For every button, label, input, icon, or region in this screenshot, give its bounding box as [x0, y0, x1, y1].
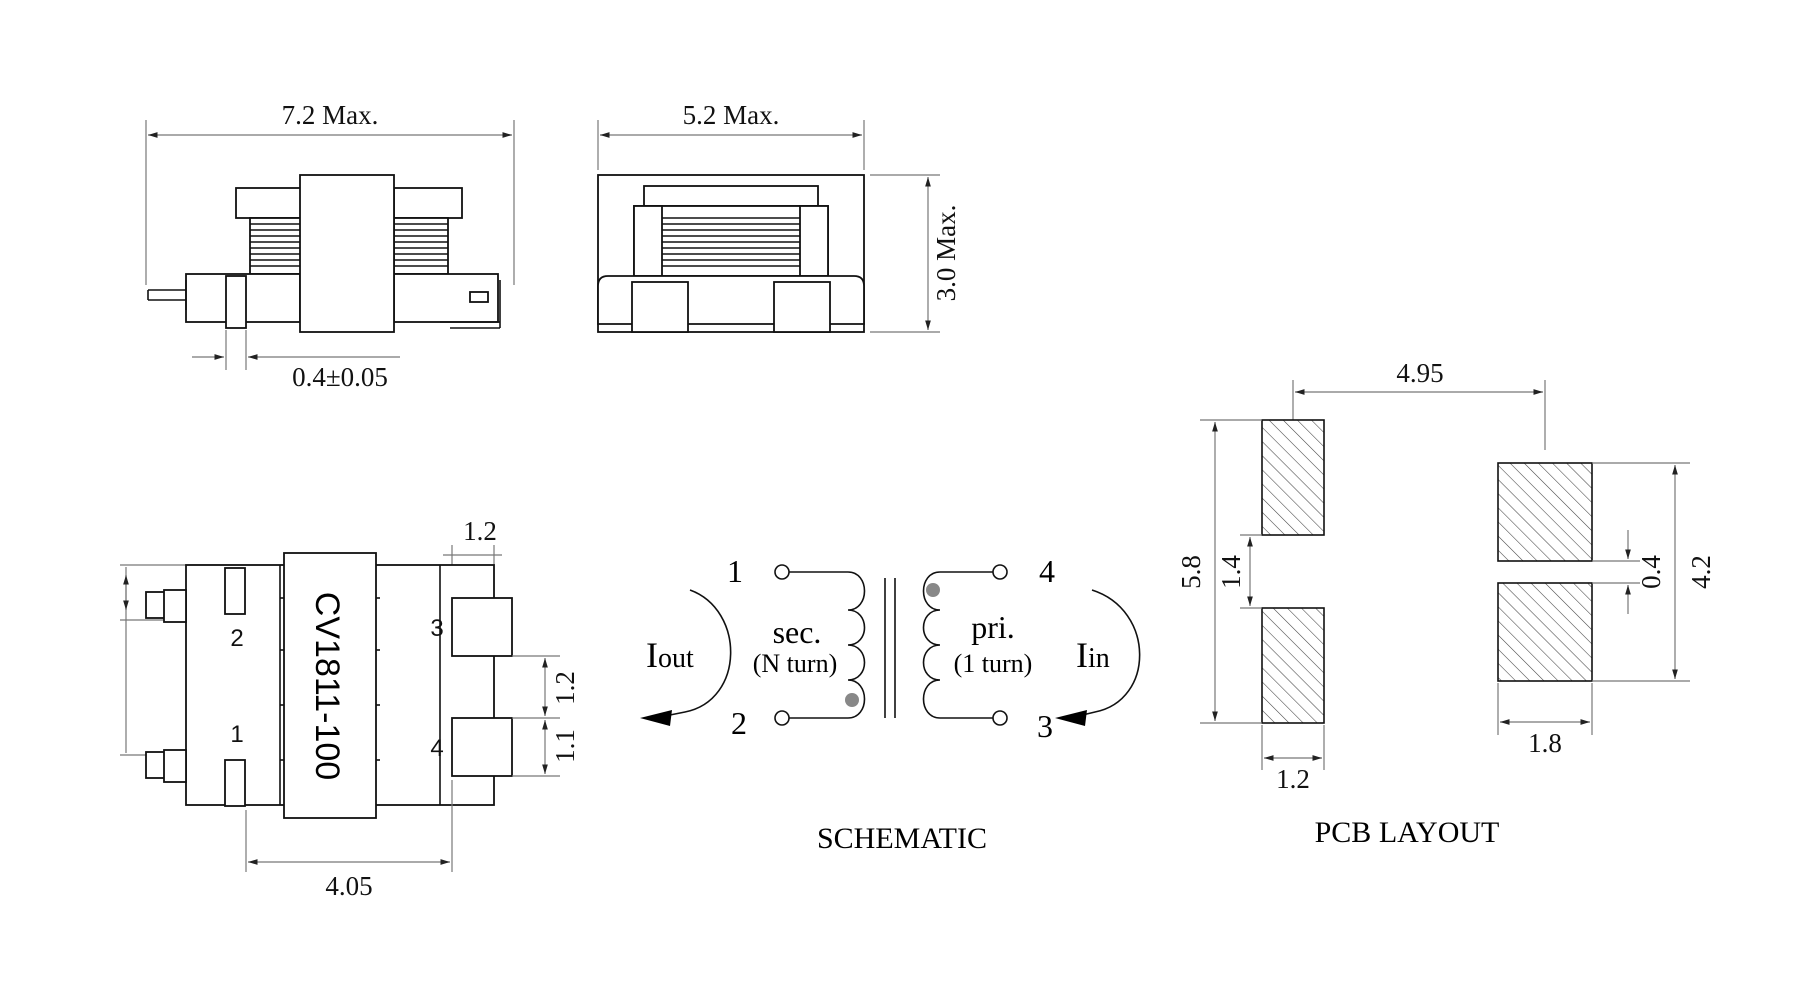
side-view: 5.2 Max. 3.0 Max.: [597, 100, 961, 333]
sec-label: sec.: [773, 614, 822, 650]
iin-arrow: [1069, 589, 1141, 719]
side-winding: [662, 217, 800, 267]
side-width-label: 5.2 Max.: [683, 100, 780, 130]
pcb-dim-spacing: 4.95: [1396, 358, 1443, 388]
bottom-dim-bottom: 4.05: [325, 871, 372, 901]
front-view: 7.2 Max.: [145, 100, 515, 392]
pcb-pad-left-top: [1261, 419, 1325, 536]
bottom-dim-right-lower: 1.1: [550, 729, 580, 763]
iin-label: Iin: [1076, 635, 1110, 675]
pcb-dim-pad-width-right: 1.8: [1528, 728, 1562, 758]
iout-arrow: [654, 589, 732, 719]
part-number: CV1811-100: [308, 592, 346, 780]
pcb-dim-height-right: 4.2: [1686, 555, 1716, 589]
pcb-dim-height: 5.8: [1176, 555, 1206, 589]
iout-label: Iout: [646, 635, 694, 675]
bottom-dim-right-upper: 1.2: [550, 671, 580, 705]
secondary-coil: [789, 571, 866, 719]
primary-dot: [926, 583, 940, 597]
primary-coil: [922, 571, 993, 719]
pcb-pad-right-bottom: [1497, 582, 1593, 682]
front-winding-right: [393, 217, 449, 275]
secondary-dot: [845, 693, 859, 707]
bottom-pin-2: 2: [230, 625, 243, 652]
pcb-layout: 4.95 5.8 1.4 1.2 4.2 0.4: [1176, 358, 1716, 849]
pcb-pad-right-top: [1497, 462, 1593, 562]
schematic: 1 2 4 3 sec. (N turn) pri. (1 turn) Iout…: [640, 553, 1141, 855]
schematic-title: SCHEMATIC: [817, 822, 987, 855]
sch-pin-4: 4: [1039, 553, 1055, 589]
pcb-title: PCB LAYOUT: [1315, 816, 1500, 849]
pcb-dim-gap-left: 1.4: [1216, 555, 1246, 589]
bottom-pin-3: 3: [430, 615, 443, 642]
sch-pin-2: 2: [731, 705, 747, 741]
pri-label: pri.: [971, 609, 1015, 645]
pcb-dim-gap-right: 0.4: [1636, 555, 1666, 589]
front-lead-label: 0.4±0.05: [292, 362, 388, 392]
bottom-pin-4: 4: [430, 735, 443, 762]
side-height-label: 3.0 Max.: [931, 205, 961, 302]
bottom-dim-top: 1.2: [463, 516, 497, 546]
sch-pin-1: 1: [727, 553, 743, 589]
front-winding-left: [249, 217, 305, 275]
pri-turns: (1 turn): [954, 649, 1033, 678]
bottom-view: 1.2 CV1811-100 2 1 3 4: [120, 516, 580, 901]
pcb-dim-pad-width-left: 1.2: [1276, 764, 1310, 794]
pcb-pad-left-bottom: [1261, 607, 1325, 724]
front-width-label: 7.2 Max.: [282, 100, 379, 130]
bottom-pin-1: 1: [230, 721, 243, 748]
sec-turns: (N turn): [753, 649, 837, 678]
sch-pin-3: 3: [1037, 708, 1053, 744]
